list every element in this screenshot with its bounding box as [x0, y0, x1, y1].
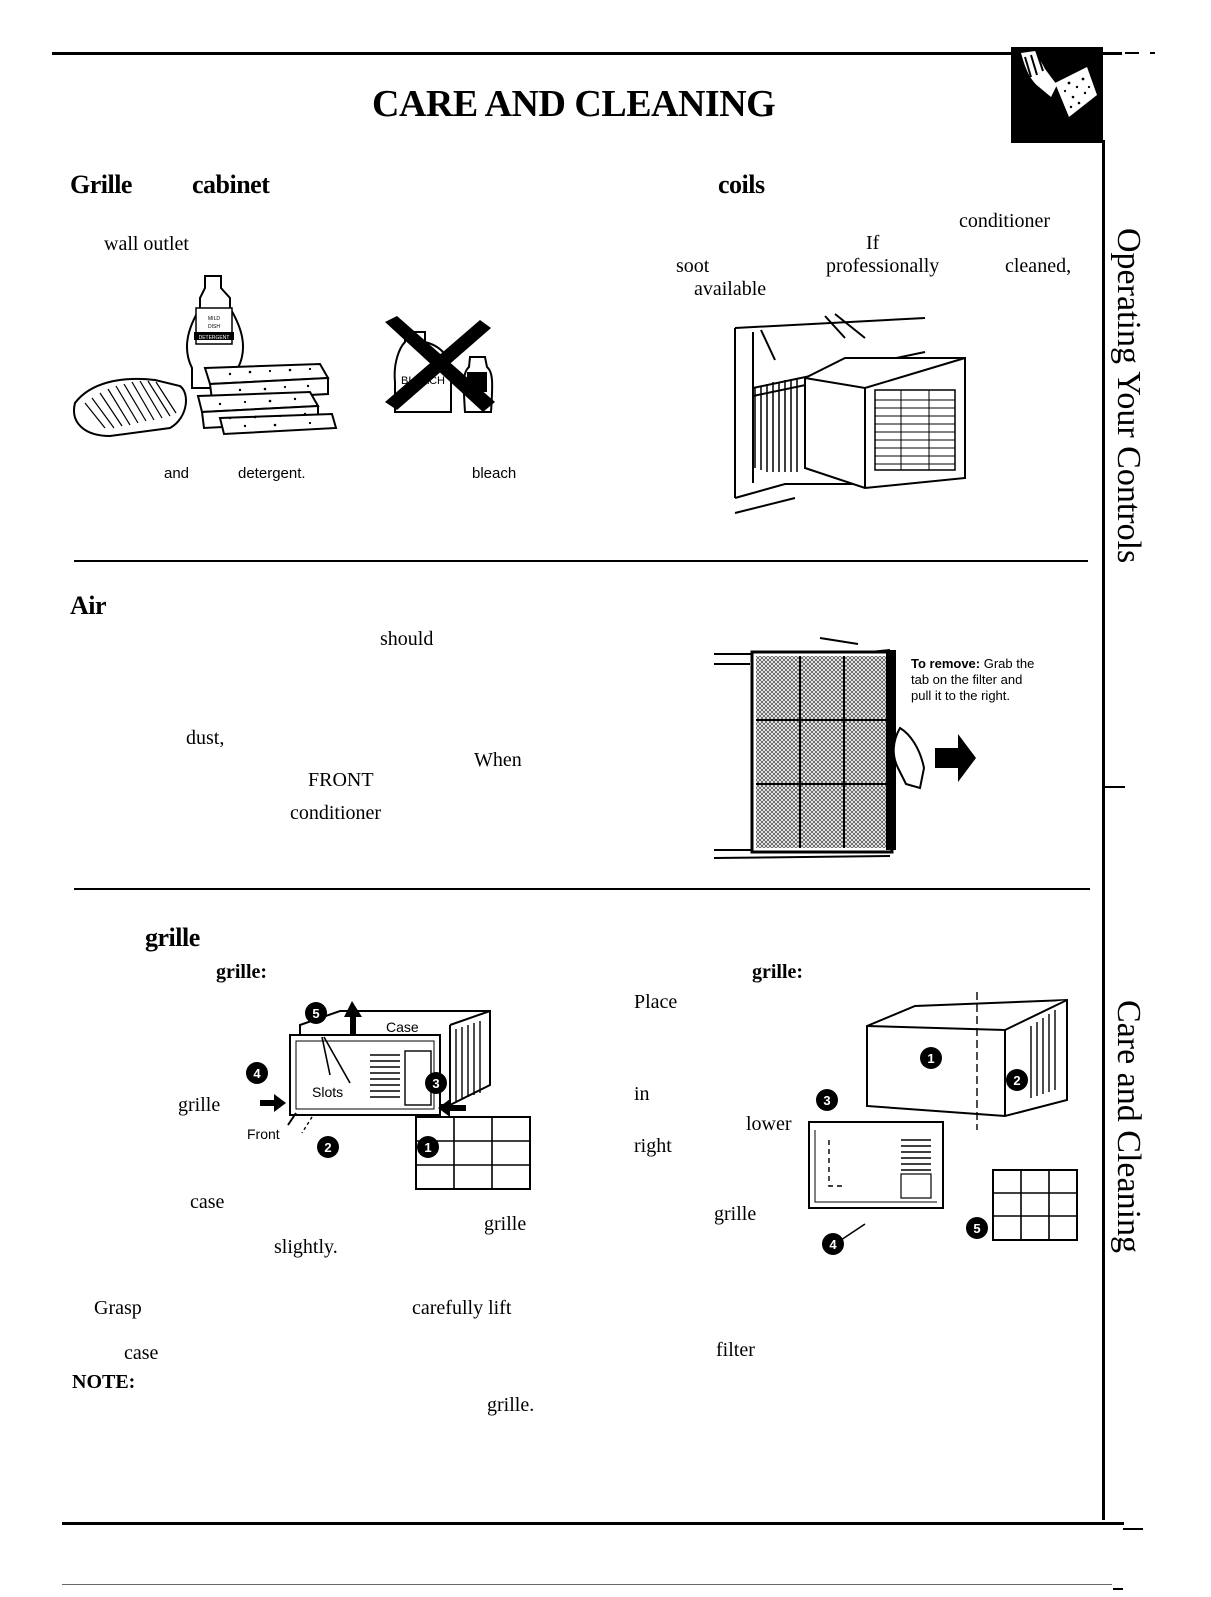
caption-bleach: bleach: [472, 465, 517, 482]
note-label: NOTE:: [72, 1371, 136, 1393]
remove-grille-heading: grille:: [216, 961, 268, 983]
grille-text-case2: case: [124, 1342, 159, 1364]
air-text-conditioner: conditioner: [290, 802, 382, 824]
replace-text-lower: lower: [746, 1113, 792, 1135]
svg-text:DETERGENT: DETERGENT: [199, 335, 230, 341]
coils-text-if: If: [866, 232, 880, 254]
top-rule: [52, 52, 1122, 55]
grille-cabinet-heading-word1: Grille: [70, 170, 132, 199]
replace-text-in: in: [634, 1083, 650, 1105]
grille-cabinet-heading-word2: cabinet: [192, 170, 270, 199]
window-ac-illustration: [734, 313, 966, 514]
grille-text-mid: grille: [484, 1213, 527, 1235]
remove-text-2: tab on the filter and: [911, 672, 1023, 687]
no-bleach-illustration: BLEACH: [385, 316, 495, 413]
svg-text:1: 1: [424, 1140, 431, 1155]
diagram-slots-label: Slots: [312, 1084, 344, 1100]
side-tab-border: [1102, 140, 1105, 1520]
hand-sponge-icon: [1011, 47, 1103, 143]
grille-text-slightly: slightly.: [274, 1236, 338, 1258]
footer-rule: [62, 1584, 1112, 1585]
svg-text:2: 2: [1013, 1073, 1020, 1088]
grille-text-end: grille.: [487, 1394, 535, 1416]
detergent-sponge-illustration: MILD DISH DETERGENT: [73, 275, 338, 438]
side-tab-care-cleaning: Care and Cleaning: [1110, 1000, 1147, 1254]
page-title: CARE AND CLEANING: [372, 83, 776, 125]
grille-text-carefully-lift: carefully lift: [412, 1297, 512, 1319]
air-text-front: FRONT: [308, 769, 374, 791]
tab-divider-mark: [1105, 786, 1125, 788]
coils-text-available: available: [694, 278, 767, 300]
remove-text-1: Grab the: [983, 656, 1035, 671]
bottom-mark: [1123, 1528, 1143, 1530]
grille-removal-diagram: 5 4 3 2 1: [246, 1001, 531, 1190]
coils-heading: coils: [718, 170, 765, 199]
svg-text:3: 3: [823, 1093, 830, 1108]
diagram-front-label: Front: [247, 1126, 280, 1142]
air-text-should: should: [380, 628, 434, 650]
caption-and: and: [164, 465, 190, 482]
caption-detergent: detergent.: [238, 465, 306, 482]
air-text-when: When: [474, 749, 522, 771]
divider-1: [74, 560, 1088, 562]
grille-text-case: case: [190, 1191, 225, 1213]
diagram-case-label: Case: [386, 1019, 419, 1035]
corner-mark-top-2: [1150, 52, 1155, 54]
replace-text-right: right: [634, 1135, 672, 1157]
footer-mark: [1113, 1588, 1123, 1590]
side-tab-operating-controls: Operating Your Controls: [1110, 228, 1147, 564]
coils-text-professionally: professionally: [826, 255, 940, 277]
svg-text:3: 3: [432, 1076, 439, 1091]
svg-text:5: 5: [312, 1006, 319, 1021]
remove-label: To remove: Grab the: [911, 657, 1034, 670]
svg-text:4: 4: [253, 1066, 261, 1081]
front-grille-heading: grille: [145, 923, 200, 952]
filter-removal-illustration: [713, 637, 976, 859]
svg-text:5: 5: [973, 1221, 980, 1236]
remove-label-bold: To remove:: [911, 656, 981, 671]
divider-2: [74, 888, 1090, 890]
corner-mark-top: [1125, 52, 1139, 54]
coils-text-cleaned: cleaned,: [1005, 255, 1072, 277]
air-text-dust: dust,: [186, 727, 225, 749]
replace-text-place: Place: [634, 991, 678, 1013]
remove-text-3: pull it to the right.: [911, 688, 1010, 703]
replace-grille-heading: grille:: [752, 961, 804, 983]
bottom-rule: [62, 1522, 1124, 1525]
detergent-bottle-label: MILD: [208, 316, 220, 322]
grille-replacement-diagram: 1 2 3 4 5: [808, 992, 1078, 1255]
text-wall-outlet: wall outlet: [104, 233, 189, 255]
grille-text-left: grille: [178, 1094, 221, 1116]
coils-text-soot: soot: [676, 255, 710, 277]
svg-text:4: 4: [829, 1237, 837, 1252]
svg-text:DISH: DISH: [208, 324, 220, 330]
svg-text:2: 2: [324, 1140, 331, 1155]
air-filter-heading: Air: [70, 591, 107, 620]
grille-text-grasp: Grasp: [94, 1297, 142, 1319]
replace-text-filter: filter: [716, 1339, 755, 1361]
coils-text-conditioner: conditioner: [959, 210, 1051, 232]
replace-text-grille: grille: [714, 1203, 757, 1225]
svg-text:1: 1: [927, 1051, 934, 1066]
